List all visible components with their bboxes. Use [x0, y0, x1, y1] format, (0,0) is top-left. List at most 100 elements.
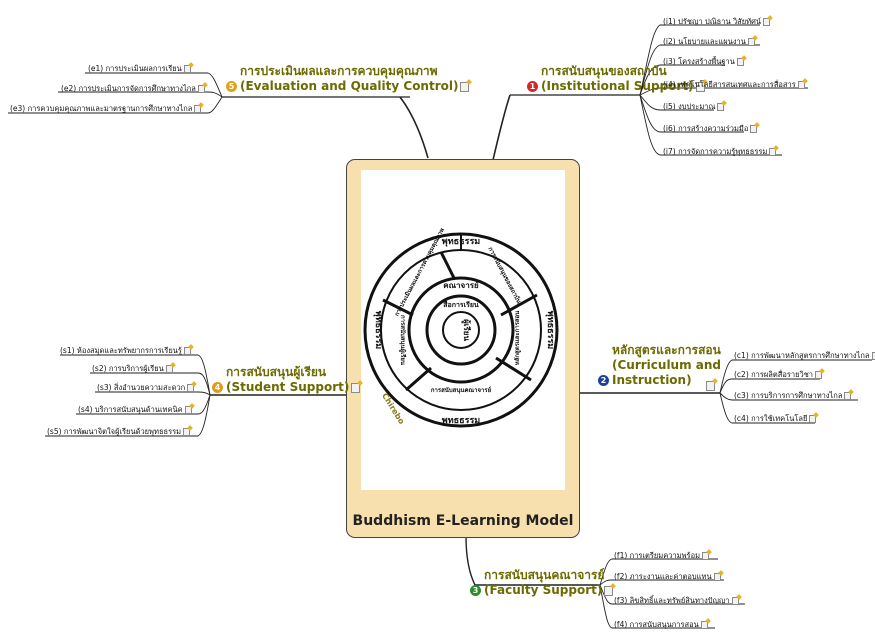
note-icon[interactable]	[460, 81, 470, 92]
model-panel: พุทธธรรม พุทธธรรม พุทธธรรม พุทธธรรม คณาจ…	[346, 159, 580, 538]
branch-faculty-title[interactable]: การสนับสนุนคณาจารย์ 3(Faculty Support)	[470, 568, 614, 598]
leaf-f4[interactable]: (f4) การสนับสนุนการสอน	[614, 620, 708, 630]
note-icon[interactable]	[165, 365, 173, 373]
note-icon[interactable]	[713, 573, 721, 581]
branch-institutional-title-en: (Institutional Support)	[541, 79, 694, 93]
leaf-label: (s1) ห้องสมุดและทรัพยากรการเรียนรู้	[60, 346, 182, 355]
number-5-icon: 5	[226, 81, 237, 92]
leaf-s1[interactable]: (s1) ห้องสมุดและทรัพยากรการเรียนรู้	[60, 346, 191, 356]
leaf-c2[interactable]: (c2) การผลิตสื่อรายวิชา	[734, 370, 823, 380]
number-1-icon: 1	[527, 81, 538, 92]
leaf-label: (i1) ปรัชญา ปณิธาน วิสัยทัศน์	[663, 17, 761, 26]
note-icon[interactable]	[706, 381, 715, 391]
note-icon[interactable]	[351, 382, 361, 393]
leaf-i6[interactable]: (i6) การสร้างความร่วมมือ	[663, 124, 758, 134]
branch-student-title[interactable]: การสนับสนุนผู้เรียน 4(Student Support)	[212, 365, 361, 395]
leaf-e3[interactable]: (e3) การควบคุมคุณภาพและมาตรฐานการศึกษาทา…	[10, 104, 202, 114]
number-3-icon: 3	[470, 585, 481, 596]
wheel-seg-left: การสนับสนุนผู้เรียน	[398, 315, 407, 366]
branch-student-title-th: การสนับสนุนผู้เรียน	[226, 365, 327, 379]
leaf-s4[interactable]: (s4) บริการสนับสนุนด้านเทคนิค	[78, 405, 192, 415]
note-icon[interactable]	[871, 352, 875, 360]
leaf-label: (c2) การผลิตสื่อรายวิชา	[734, 370, 814, 379]
number-4-icon: 4	[212, 382, 223, 393]
note-icon[interactable]	[183, 428, 191, 436]
branch-curriculum-title-en2: Instruction)	[612, 373, 692, 387]
note-icon[interactable]	[736, 58, 744, 66]
branch-institutional-title-th: การสนับสนุนของสถาบัน	[541, 64, 667, 78]
leaf-s2[interactable]: (s2) การบริการผู้เรียน	[92, 364, 173, 374]
branch-faculty-title-en: (Faculty Support)	[484, 583, 603, 597]
note-icon[interactable]	[769, 148, 777, 156]
note-icon[interactable]	[797, 81, 805, 89]
leaf-c4[interactable]: (c4) การใช้เทคโนโลยี	[734, 414, 817, 424]
note-icon[interactable]	[700, 621, 708, 629]
note-icon[interactable]	[763, 18, 770, 26]
note-icon[interactable]	[184, 406, 192, 414]
note-icon[interactable]	[815, 371, 823, 379]
leaf-c1[interactable]: (c1) การพัฒนาหลักสูตรการศึกษาทางไกล	[734, 351, 875, 361]
note-icon[interactable]	[750, 125, 758, 133]
branch-curriculum-title-en: (Curriculum and	[612, 358, 722, 372]
leaf-e1[interactable]: (e1) การประเมินผลการเรียน	[88, 64, 191, 74]
leaf-label: (i2) นโยบายและแผนงาน	[663, 37, 746, 46]
note-icon[interactable]	[197, 85, 205, 93]
note-icon[interactable]	[747, 38, 755, 46]
leaf-label: (c1) การพัฒนาหลักสูตรการศึกษาทางไกล	[734, 351, 870, 360]
leaf-f2[interactable]: (f2) ภาระงานและค่าตอบแทน	[614, 572, 721, 582]
leaf-label: (f4) การสนับสนุนการสอน	[614, 620, 699, 629]
leaf-i7[interactable]: (i7) การจัดการความรู้พุทธธรรม	[663, 147, 777, 157]
leaf-label: (c3) การบริการการศึกษาทางไกล	[734, 391, 843, 400]
wheel-outer-right: พุทธธรรม	[545, 311, 555, 350]
leaf-label: (i3) โครงสร้างพื้นฐาน	[663, 57, 735, 66]
leaf-i4[interactable]: (i4) เทคโนโลยีสารสนเทศและการสื่อสาร	[663, 80, 805, 90]
note-icon[interactable]	[695, 81, 705, 92]
note-icon[interactable]	[183, 65, 191, 73]
wheel-outer-bottom: พุทธธรรม	[442, 416, 481, 426]
leaf-label: (e2) การประเมินการจัดการศึกษาทางไกล	[61, 84, 196, 93]
leaf-label: (i7) การจัดการความรู้พุทธธรรม	[663, 147, 768, 156]
wheel-ring-teacher: คณาจารย์	[443, 280, 479, 290]
branch-institutional-title[interactable]: การสนับสนุนของสถาบัน 1(Institutional Sup…	[527, 64, 705, 94]
leaf-i2[interactable]: (i2) นโยบายและแผนงาน	[663, 37, 755, 47]
leaf-label: (s4) บริการสนับสนุนด้านเทคนิค	[78, 405, 183, 414]
leaf-c3[interactable]: (c3) การบริการการศึกษาทางไกล	[734, 391, 852, 401]
leaf-f1[interactable]: (f1) การเตรียมความพร้อม	[614, 551, 710, 561]
note-icon[interactable]	[194, 105, 202, 113]
model-title: Buddhism E-Learning Model	[352, 513, 574, 529]
note-icon[interactable]	[731, 597, 739, 605]
wheel-seg-bottom: การสนับสนุนคณาจารย์	[431, 386, 492, 394]
leaf-s3[interactable]: (s3) สิ่งอำนวยความสะดวก	[97, 383, 195, 393]
leaf-label: (e1) การประเมินผลการเรียน	[88, 64, 182, 73]
leaf-f3[interactable]: (f3) ลิขสิทธิ์และทรัพย์สินทางปัญญา	[614, 596, 739, 606]
leaf-label: (s3) สิ่งอำนวยความสะดวก	[97, 383, 186, 392]
note-icon[interactable]	[844, 392, 852, 400]
note-icon[interactable]	[717, 103, 725, 111]
leaf-e2[interactable]: (e2) การประเมินการจัดการศึกษาทางไกล	[61, 84, 205, 94]
leaf-label: (e3) การควบคุมคุณภาพและมาตรฐานการศึกษาทา…	[10, 104, 193, 113]
leaf-i1[interactable]: (i1) ปรัชญา ปณิธาน วิสัยทัศน์	[663, 17, 770, 27]
wheel-ring-learning: สื่อการเรียน	[443, 299, 479, 309]
leaf-label: (s2) การบริการผู้เรียน	[92, 364, 164, 373]
leaf-s5[interactable]: (s5) การพัฒนาจิตใจผู้เรียนด้วยพุทธธรรม	[47, 427, 191, 437]
leaf-i5[interactable]: (i5) งบประมาณ	[663, 102, 725, 112]
leaf-label: (i4) เทคโนโลยีสารสนเทศและการสื่อสาร	[663, 80, 796, 89]
leaf-label: (c4) การใช้เทคโนโลยี	[734, 414, 808, 423]
wheel-outer-left: พุทธธรรม	[373, 311, 383, 350]
note-icon[interactable]	[187, 384, 195, 392]
leaf-label: (s5) การพัฒนาจิตใจผู้เรียนด้วยพุทธธรรม	[47, 427, 182, 436]
note-icon[interactable]	[183, 347, 191, 355]
note-icon[interactable]	[809, 415, 817, 423]
wheel-core-learner: ผู้เรียน	[461, 319, 472, 341]
leaf-i3[interactable]: (i3) โครงสร้างพื้นฐาน	[663, 57, 744, 67]
branch-student-title-en: (Student Support)	[226, 380, 350, 394]
leaf-label: (f3) ลิขสิทธิ์และทรัพย์สินทางปัญญา	[614, 596, 730, 605]
note-icon[interactable]	[702, 552, 710, 560]
leaf-label: (f2) ภาระงานและค่าตอบแทน	[614, 572, 712, 581]
branch-evaluation-title[interactable]: การประเมินผลและการควบคุมคุณภาพ 5(Evaluat…	[226, 64, 470, 94]
wheel-seg-right: หลักสูตรและการสอน	[513, 310, 522, 365]
note-icon[interactable]	[604, 585, 614, 596]
wheel-diagram: พุทธธรรม พุทธธรรม พุทธธรรม พุทธธรรม คณาจ…	[363, 227, 559, 428]
